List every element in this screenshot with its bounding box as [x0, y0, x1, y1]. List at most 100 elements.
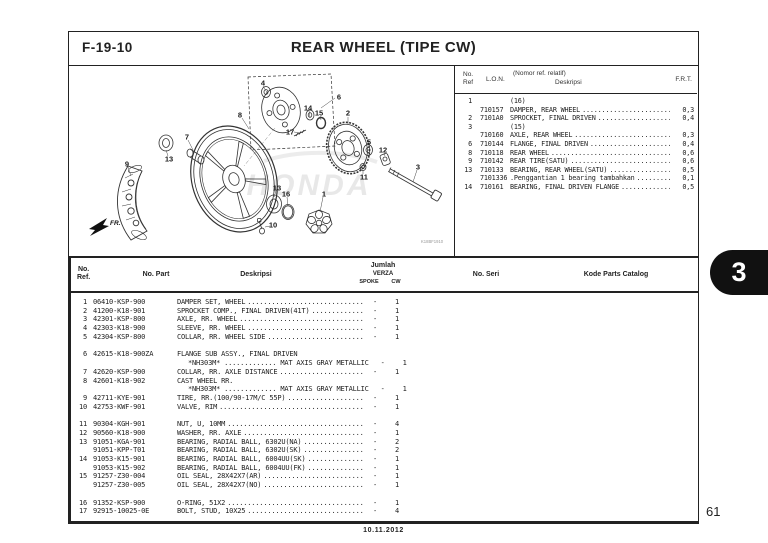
- catalog-page: F-19-10 REAR WHEEL (TIPE CW) HONDA: [68, 31, 699, 524]
- part-number: 90304-KGH-901: [93, 420, 146, 429]
- qty-spoke: -: [372, 498, 377, 507]
- col-cw: CW: [391, 279, 401, 285]
- description: REAR WHEEL: [510, 148, 549, 157]
- dot-leader: [307, 455, 363, 463]
- qty-spoke: -: [372, 437, 377, 446]
- qty-cw: 1: [402, 359, 407, 368]
- ref-no: 2: [82, 306, 87, 315]
- col-no-ref: No. Ref.: [77, 266, 91, 281]
- qty-spoke: -: [372, 315, 377, 324]
- part-number: 42615-K18-900ZA: [93, 350, 154, 359]
- col-deskripsi: Deskripsi: [240, 271, 272, 278]
- qty-cw: 1: [394, 402, 399, 411]
- part-number: 91053-K15-901: [93, 455, 146, 463]
- description: (16): [510, 97, 526, 105]
- parts-table-row: 14 91053-K15-901 BEARING, RADIAL BALL, 600…: [71, 455, 409, 464]
- qty-spoke: -: [372, 367, 377, 376]
- lon-table-header: No. Ref L.O.N. (Nomor ref. relatif) Desk…: [455, 66, 697, 94]
- ref-no: 3: [82, 315, 87, 324]
- dot-leader: [243, 429, 363, 437]
- description: BOLT, STUD, 10X25: [177, 507, 246, 516]
- qty-spoke: -: [372, 428, 377, 437]
- dot-leader: [598, 114, 670, 122]
- part-number: 91257-Z30-005: [93, 481, 146, 490]
- qty-cw: 1: [394, 498, 399, 507]
- qty-cw: 2: [394, 437, 399, 446]
- dot-leader: [590, 140, 670, 148]
- description: *NH303M* ............. MAT AXIS GRAY MET…: [188, 359, 369, 368]
- description: SPROCKET COMP., FINAL DRIVEN(41T): [177, 306, 310, 315]
- ref-no: 1: [82, 298, 87, 306]
- description: TIRE, RR.(100/90-17M/C 55P): [177, 393, 286, 402]
- frt-value: 0,6: [682, 148, 694, 157]
- col-frt: F.R.T.: [675, 76, 692, 83]
- description: SLEEVE, RR. WHEEL: [177, 324, 246, 333]
- qty-cw: 1: [394, 393, 399, 402]
- description: .Penggantian 1 bearing tambahkan: [510, 174, 635, 183]
- description: SPROCKET, FINAL DRIVEN: [510, 114, 596, 123]
- lon-code: 710142: [480, 157, 504, 166]
- fr-arrow-icon: FR.: [89, 218, 121, 236]
- part-number: 42601-K18-902: [93, 376, 146, 385]
- dot-leader: [303, 438, 363, 446]
- ref-no: 10: [78, 402, 87, 411]
- axle: [388, 167, 442, 202]
- qty-spoke: -: [372, 455, 377, 463]
- qty-cw: 1: [402, 385, 407, 394]
- lon-code: 7101A0: [480, 114, 504, 123]
- frt-value: 0,5: [682, 182, 694, 191]
- page-number: 61: [706, 504, 721, 519]
- description: AXLE, RR. WHEEL: [177, 315, 238, 324]
- part-number: 42753-KWF-901: [93, 402, 146, 411]
- description: VALVE, RIM: [177, 402, 218, 411]
- qty-spoke: -: [372, 298, 377, 306]
- ref-no: 6: [468, 139, 472, 148]
- qty-cw: 1: [394, 481, 399, 490]
- callout-1: 1: [321, 189, 327, 199]
- qty-spoke: -: [372, 481, 377, 490]
- ref-no: 12: [78, 428, 87, 437]
- callout-7: 7: [184, 132, 190, 142]
- frt-value: 0,6: [682, 157, 694, 166]
- description: DAMPER, REAR WHEEL: [510, 105, 581, 114]
- qty-cw: 1: [394, 332, 399, 341]
- part-number: 42301-KSP-800: [93, 315, 146, 324]
- qty-spoke: -: [380, 359, 385, 368]
- dot-leader: [307, 464, 363, 472]
- dot-leader: [239, 315, 363, 323]
- ref-no: 9: [468, 157, 472, 166]
- dot-leader: [263, 481, 363, 489]
- col-relatif: (Nomor ref. relatif): [513, 70, 566, 77]
- ref-no: 14: [78, 455, 87, 463]
- lon-code: 710160: [480, 131, 504, 140]
- ref-no: 17: [78, 507, 87, 516]
- callout-3: 3: [415, 162, 421, 172]
- description: BEARING, RADIAL BALL, 6004UU(SK): [177, 455, 306, 463]
- description: REAR TIRE(SATU): [510, 157, 569, 166]
- part-number: 91053-K15-902: [93, 463, 146, 472]
- parts-table: No. Ref. No. Part Deskripsi Jumlah VERZA…: [69, 256, 698, 521]
- frt-value: 0,3: [682, 131, 694, 140]
- part-number: 91352-KSP-900: [93, 498, 146, 507]
- title-bar: F-19-10 REAR WHEEL (TIPE CW): [69, 32, 698, 66]
- dot-leader: [219, 403, 363, 411]
- qty-cw: 1: [394, 428, 399, 437]
- part-number: 92915-10025-0E: [93, 507, 150, 516]
- tire-section: [117, 165, 148, 241]
- part-number: 42304-KSP-800: [93, 332, 146, 341]
- description: FLANGE, FINAL DRIVEN: [510, 139, 588, 148]
- ref-no: 14: [464, 182, 472, 191]
- cast-wheel: [190, 125, 278, 233]
- dot-leader: [637, 174, 670, 182]
- qty-cw: 1: [394, 298, 399, 306]
- exploded-diagram-drawing: HONDA: [89, 73, 444, 244]
- ref-no: 11: [78, 420, 87, 429]
- callout-13: 13: [164, 154, 174, 164]
